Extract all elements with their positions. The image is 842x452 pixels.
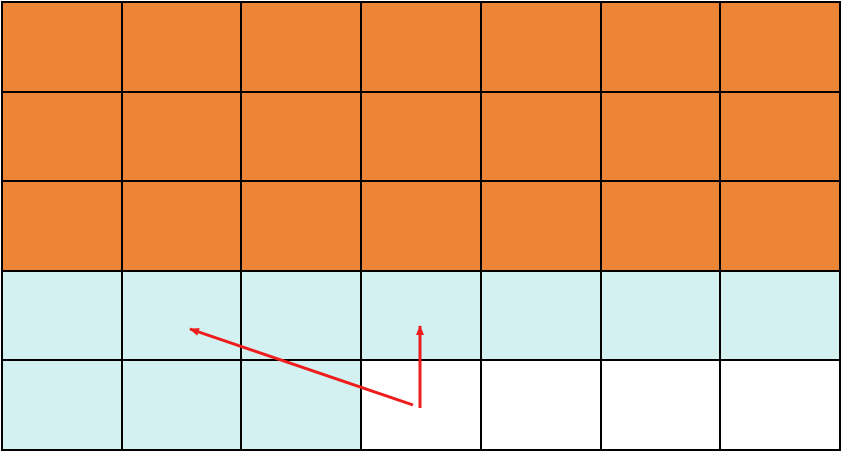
grid-cell-r4-c1-cyan [3, 271, 123, 362]
grid-cell-r1-c7-orange [721, 3, 841, 93]
grid-cell-r3-c3-orange [242, 182, 363, 272]
grid-cell-r1-c3-orange [242, 3, 363, 93]
grid-cell-r2-c7-orange [721, 92, 841, 183]
grid-cell-r5-c5-white [481, 361, 602, 451]
grid-cell-r1-c2-orange [122, 3, 243, 93]
grid-cell-r4-c4-cyan [362, 271, 482, 362]
grid-cell-r2-c1-orange [3, 92, 123, 183]
grid-cell-r3-c6-orange [601, 182, 722, 272]
grid-cell-r4-c7-cyan [721, 271, 841, 362]
grid-cell-r1-c1-orange [3, 3, 123, 93]
grid-cell-r5-c2-cyan [122, 361, 243, 451]
grid-cell-r5-c4-white [362, 361, 482, 451]
grid-cell-r4-c3-cyan [242, 271, 363, 362]
grid-cell-r5-c6-white [601, 361, 722, 451]
grid-cell-r3-c5-orange [481, 182, 602, 272]
grid-cell-r3-c4-orange [362, 182, 482, 272]
grid-cell-r4-c6-cyan [601, 271, 722, 362]
grid-cell-r1-c5-orange [481, 3, 602, 93]
grid-cell-r4-c5-cyan [481, 271, 602, 362]
grid-cell-r5-c7-white [721, 361, 841, 451]
grid-cell-r2-c2-orange [122, 92, 243, 183]
grid-cell-r3-c7-orange [721, 182, 841, 272]
grid-cell-r5-c1-cyan [3, 361, 123, 451]
grid-cell-r3-c2-orange [122, 182, 243, 272]
grid-cell-r2-c5-orange [481, 92, 602, 183]
grid-cell-r4-c2-cyan [122, 271, 243, 362]
grid-cell-r2-c3-orange [242, 92, 363, 183]
grid-cell-r1-c6-orange [601, 3, 722, 93]
grid-cell-r2-c6-orange [601, 92, 722, 183]
grid-cell-r3-c1-orange [3, 182, 123, 272]
grid-cell-r1-c4-orange [362, 3, 482, 93]
grid-cell-r2-c4-orange [362, 92, 482, 183]
grid-cell-r5-c3-cyan [242, 361, 363, 451]
